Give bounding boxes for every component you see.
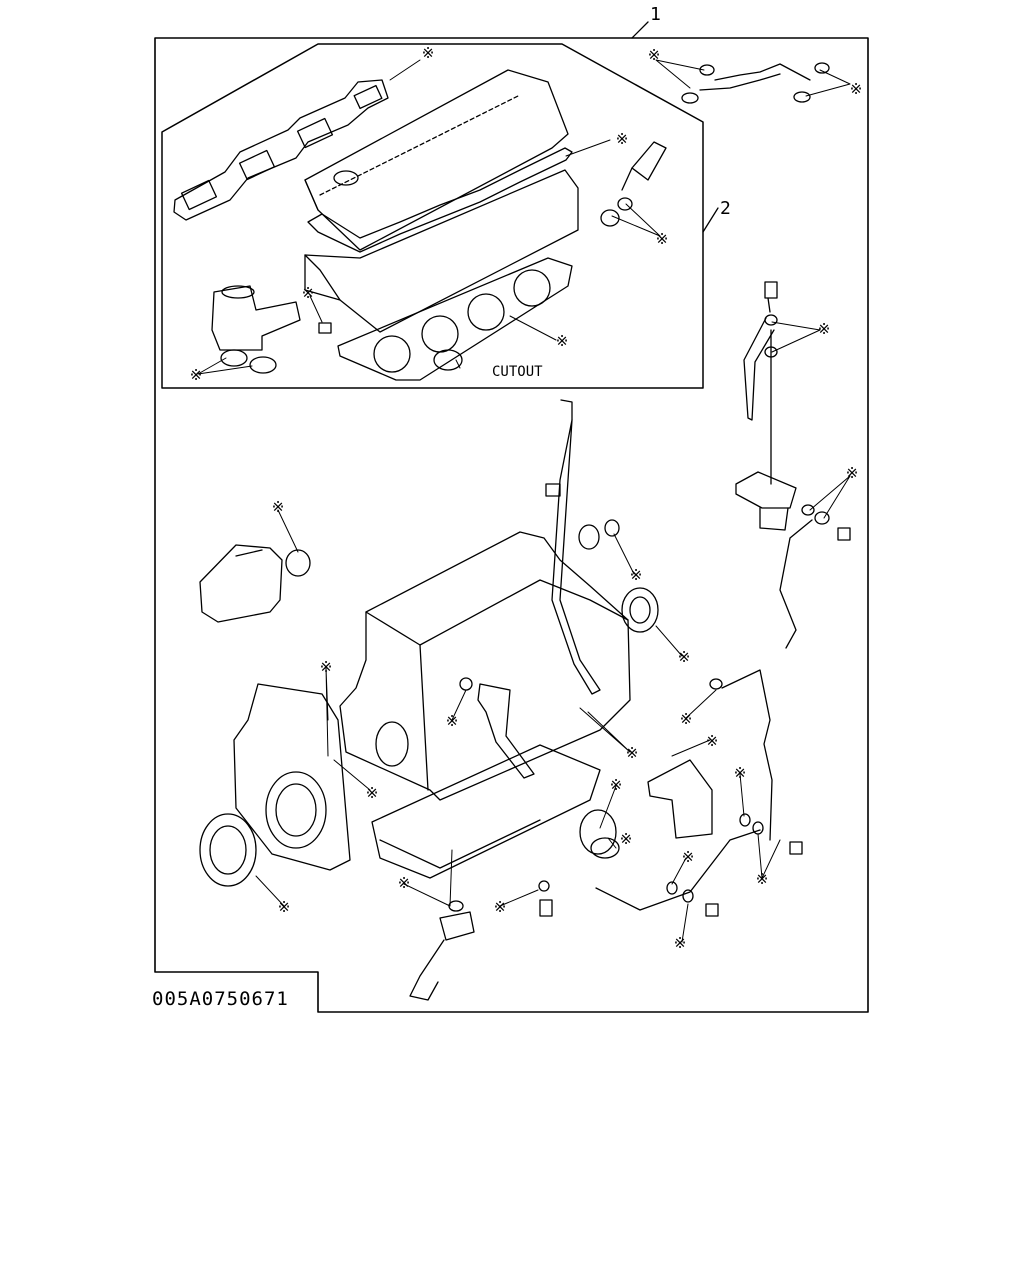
kit-marker: ※: [845, 464, 859, 482]
oil-filter: [647, 759, 713, 839]
fuel-injection-pump: [199, 544, 283, 623]
kit-marker: ※: [609, 776, 623, 794]
kit-marker: ※: [277, 898, 291, 916]
exhaust-manifold-gasket: [173, 79, 389, 221]
cutout-detail: [433, 349, 463, 371]
kit-marker: ※: [677, 648, 691, 666]
kit-marker: ※: [679, 710, 693, 728]
engine-block: [339, 531, 631, 801]
kit-marker: ※: [681, 848, 695, 866]
rear-oil-seal: [579, 809, 620, 859]
o-ring: [617, 197, 633, 211]
kit-marker: ※: [319, 658, 333, 676]
drawing-number: 005A0750671: [152, 988, 289, 1010]
o-ring: [220, 349, 248, 367]
callout-2-leader: [702, 207, 719, 233]
kit-marker: ※: [755, 870, 769, 888]
plug: [318, 322, 332, 334]
injection-line-washers: [681, 62, 830, 104]
oil-pan: [371, 744, 601, 879]
kit-marker: ※: [493, 898, 507, 916]
rocker-cover: [304, 69, 569, 251]
injector: [621, 141, 667, 191]
kit-marker: ※: [625, 744, 639, 762]
kit-1-frame: [154, 37, 869, 1013]
fuel-filter-head: [735, 471, 851, 649]
kit-marker: ※: [705, 732, 719, 750]
drain-plug-gasket: [538, 880, 550, 892]
o-ring: [249, 356, 277, 374]
kit-marker: ※: [629, 566, 643, 584]
kit-marker: ※: [673, 934, 687, 952]
oil-strainer: [409, 900, 475, 1001]
kit-marker: ※: [397, 874, 411, 892]
kit-marker: ※: [615, 130, 629, 148]
kit-marker: ※: [817, 320, 831, 338]
kit-2-panel: [161, 43, 704, 389]
o-ring: [459, 677, 473, 691]
callout-2: 2: [720, 198, 731, 219]
pulley: [578, 524, 600, 550]
vent-pipe: [743, 281, 778, 485]
crankshaft-front-seal: [199, 813, 257, 887]
rocker-cover-gasket: [307, 147, 573, 253]
kit-marker: ※: [655, 230, 669, 248]
water-pipe: [477, 683, 535, 779]
kit-marker: ※: [271, 498, 285, 516]
front-case: [233, 683, 351, 871]
kit-marker: ※: [619, 830, 633, 848]
cutout-label: CUTOUT: [492, 364, 543, 380]
oil-pipes: [595, 669, 803, 917]
crankshaft-rear-seal: [621, 587, 659, 633]
thermostat-housing: [211, 285, 301, 351]
kit-marker: ※: [647, 46, 661, 64]
drain-plug: [539, 899, 553, 917]
callout-1: 1: [650, 4, 661, 25]
kit-marker: ※: [849, 80, 863, 98]
kit-marker: ※: [365, 784, 379, 802]
kit-marker: ※: [445, 712, 459, 730]
kit-marker: ※: [421, 44, 435, 62]
leader-lines: [197, 59, 851, 943]
cylinder-head: [304, 169, 579, 333]
cylinder-head-gasket: [337, 257, 573, 381]
kit-marker: ※: [189, 366, 203, 384]
kit-marker: ※: [555, 332, 569, 350]
seal-washer: [600, 209, 620, 227]
kit-marker: ※: [733, 764, 747, 782]
dipstick: [545, 399, 601, 695]
o-ring: [604, 519, 620, 537]
callout-1-leader: [631, 21, 649, 39]
pump-o-ring: [285, 549, 311, 577]
kit-marker: ※: [301, 284, 315, 302]
